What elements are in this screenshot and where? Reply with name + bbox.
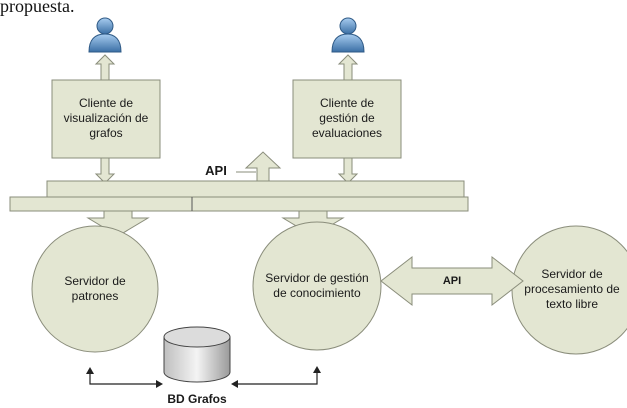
arrow-up-to-user-right: [337, 54, 359, 81]
api-top-label: API: [205, 163, 227, 178]
database-label: BD Grafos: [167, 392, 227, 406]
arrow-bus-to-patrones: [86, 210, 150, 237]
server-label-line: Servidor de gestión: [265, 271, 369, 285]
arrow-up-to-user-left: [94, 54, 116, 81]
database-icon: [163, 326, 231, 383]
server-circle-conocimiento: [252, 221, 382, 351]
client-label-line: evaluaciones: [311, 126, 383, 140]
api-up-arrow: [244, 151, 282, 182]
client-label-line: visualización de: [63, 111, 149, 125]
api-bus-bottom: [9, 196, 469, 212]
user-icon-right: [331, 17, 365, 53]
server-label-line: Servidor de: [64, 274, 126, 288]
client-label-line: grafos: [89, 126, 123, 140]
api-middle-label: API: [442, 275, 462, 287]
server-label-line: procesamiento de: [524, 282, 620, 296]
arrow-client-left-down: [94, 157, 116, 184]
client-label-evaluaciones: Cliente de gestión de evaluaciones: [293, 96, 401, 141]
server-label-conocimiento: Servidor de gestión de conocimiento: [247, 271, 387, 301]
server-label-texto-libre: Servidor de procesamiento de texto libre: [517, 267, 627, 312]
client-box-visualizacion: [51, 79, 161, 159]
server-label-line: Servidor de: [541, 267, 603, 281]
connector-patrones-db: [86, 367, 163, 388]
api-bidirectional-arrow: [380, 255, 524, 307]
client-label-line: Cliente de: [78, 96, 134, 110]
server-label-line: patrones: [71, 289, 119, 303]
arrow-client-right-down: [337, 157, 359, 184]
client-label-line: gestión de: [319, 111, 375, 125]
server-label-patrones: Servidor de patrones: [35, 274, 155, 304]
api-bus-top: [46, 180, 465, 198]
page-fragment-text: propuesta.: [0, 0, 75, 16]
server-label-line: de conocimiento: [273, 286, 361, 300]
client-label-visualizacion: Cliente de visualización de grafos: [52, 96, 160, 141]
user-icon-left: [88, 17, 122, 53]
client-label-line: Cliente de: [319, 96, 375, 110]
server-circle-patrones: [31, 225, 159, 353]
connector-conocimiento-db: [231, 366, 321, 388]
server-label-line: texto libre: [545, 297, 599, 311]
